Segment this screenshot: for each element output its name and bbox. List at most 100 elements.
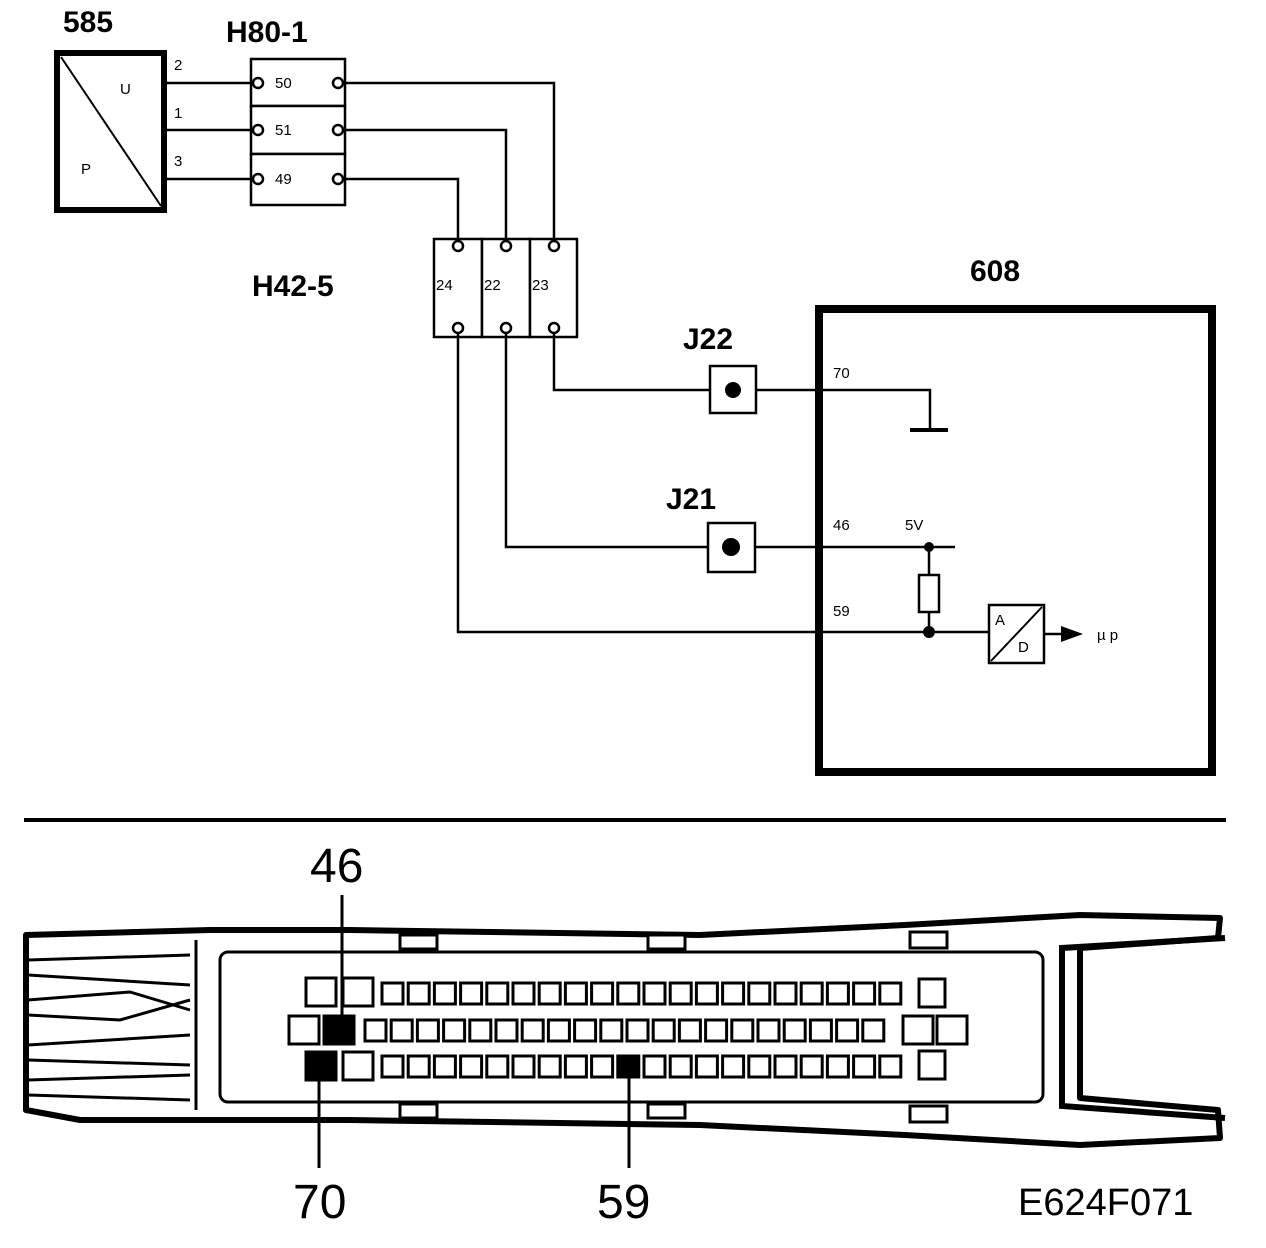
pin [799,981,824,1006]
wire-h42-22-to-ecu-46 [504,334,955,549]
pin [468,1018,493,1043]
junction-j22 [708,364,758,415]
pin [694,981,719,1006]
pin [485,1054,510,1079]
pin-large [304,976,338,1008]
pin [642,981,667,1006]
connector-h80-label: H80-1 [226,16,308,49]
pin [677,1018,702,1043]
pin-large [287,1014,321,1046]
sensor-id-label: 585 [63,6,113,39]
pin [573,1018,598,1043]
pin [380,981,405,1006]
pin [694,1054,719,1079]
pin-large [935,1014,969,1046]
junction-j22-label: J22 [683,323,733,356]
callout-label-46: 46 [310,840,363,893]
pin [808,1018,833,1043]
pin [861,1018,886,1043]
arrow-right-icon [1061,626,1083,642]
wire-h80-49-to-h42-24 [343,177,460,240]
sensor-p-label: P [81,161,91,178]
adc-a-label: A [995,612,1005,629]
pin [511,981,536,1006]
h80-pin-49: 49 [275,171,292,188]
pin [651,1018,676,1043]
pin [363,1018,388,1043]
ecu-pin-70: 70 [833,365,850,382]
wire-h80-51-to-h42-22 [343,128,508,240]
connector-h42-5 [432,237,579,339]
pin [825,1054,850,1079]
pin [825,981,850,1006]
pin [625,1018,650,1043]
pin [432,1054,457,1079]
pin [782,1018,807,1043]
pin [563,1054,588,1079]
pin-large [341,1050,375,1082]
pin [415,1018,440,1043]
ecu-608 [815,305,1216,776]
connector-h80-1 [249,57,347,207]
pin [878,1054,903,1079]
pin-70-highlighted [304,1050,338,1082]
pin [704,1018,729,1043]
pin [799,1054,824,1079]
pin [642,1054,667,1079]
pin [747,981,772,1006]
connector-h42-label: H42-5 [252,270,334,303]
pin [721,1054,746,1079]
pin [563,981,588,1006]
pin [520,1018,545,1043]
pin [730,1018,755,1043]
pin [852,981,877,1006]
pin [878,981,903,1006]
pin [485,981,510,1006]
pin [459,1054,484,1079]
pin [835,1018,860,1043]
wire-h80-50-to-h42-23 [343,81,556,240]
pin [442,1018,467,1043]
pin-grid [287,976,969,1082]
pin-large [917,1049,947,1081]
pin [668,1054,693,1079]
pin [756,1018,781,1043]
h42-pin-23: 23 [532,277,549,294]
pin [537,981,562,1006]
ecu-pin-46: 46 [833,517,850,534]
h80-pin-51: 51 [275,122,292,139]
pin [432,981,457,1006]
pullup-resistor [917,542,941,638]
pin-large [901,1014,935,1046]
adc-d-label: D [1018,639,1029,656]
pin [389,1018,414,1043]
pin [852,1054,877,1079]
pin [616,981,641,1006]
pin [668,981,693,1006]
microprocessor-label: µ p [1097,627,1118,644]
sensor-pin-1: 1 [174,105,182,122]
callout-label-59: 59 [597,1176,650,1229]
pin [380,1054,405,1079]
ecu-id-label: 608 [970,255,1020,288]
h80-pin-50: 50 [275,75,292,92]
pin-large [341,976,375,1008]
pin [590,981,615,1006]
pin [406,1054,431,1079]
pin [537,1054,562,1079]
callout-label-70: 70 [293,1176,346,1229]
h42-pin-22: 22 [484,277,501,294]
pin [590,1054,615,1079]
junction-j21-label: J21 [666,483,716,516]
pin [773,1054,798,1079]
wire-h42-24-to-ecu-59 [456,334,990,634]
sensor-585 [54,50,167,213]
h42-pin-24: 24 [436,277,453,294]
pin [773,981,798,1006]
pin [546,1018,571,1043]
supply-5v-label: 5V [905,517,923,534]
ecu-pin-59: 59 [833,603,850,620]
pin [511,1054,536,1079]
pin-large [917,977,947,1009]
